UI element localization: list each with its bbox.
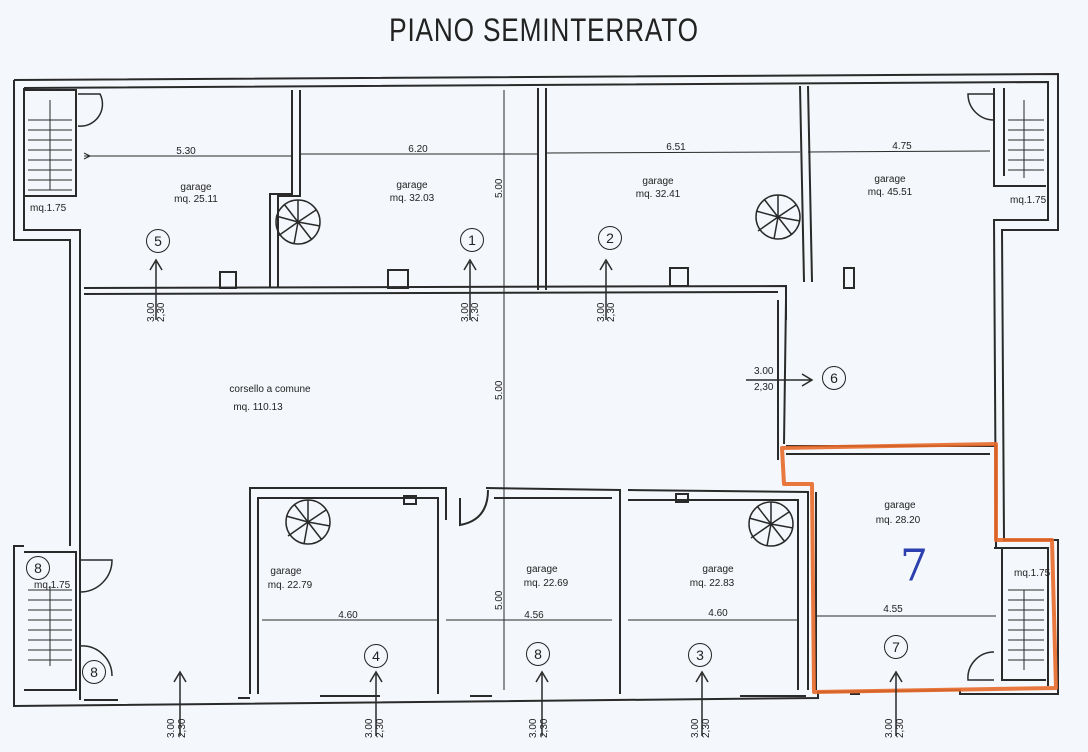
unit-number-8: 8 <box>526 642 550 666</box>
garage8-area: mq. 22.69 <box>523 578 569 589</box>
left-wall-inner <box>23 88 81 700</box>
outer-wall-inner <box>23 80 1049 686</box>
outer-wall <box>13 72 1059 708</box>
left-stair-bottom <box>24 551 77 691</box>
lower-block-3 <box>627 489 809 690</box>
door-dim-width: 3.00 <box>364 718 375 738</box>
wall-2-6 <box>799 85 805 283</box>
door-dim-height: 2,30 <box>895 718 906 738</box>
unit-number-5: 5 <box>146 229 170 253</box>
garage4-name: garage <box>270 566 302 577</box>
garage1-area: mq. 32.03 <box>389 193 435 204</box>
door-dim-height: 2,30 <box>539 718 550 738</box>
garage5-area: mq. 25.11 <box>174 194 218 205</box>
unit-number-1: 1 <box>460 228 484 252</box>
upper-corridor-line <box>83 284 787 320</box>
unit-number-7: 7 <box>884 635 908 659</box>
stair-area-top-left: mq.1.75 <box>30 203 67 214</box>
garage2-name: garage <box>642 176 674 187</box>
door-dim-height: 2,30 <box>177 718 188 738</box>
right-stair-top <box>993 88 1046 187</box>
garage3-width: 4.60 <box>708 608 728 619</box>
depth-label-middle: 5.00 <box>494 380 505 400</box>
garage8-name: garage <box>526 564 558 575</box>
depth-label-upper: 5.00 <box>494 178 505 198</box>
garage1-width: 6.20 <box>408 144 428 155</box>
door-dim-width: 3.00 <box>690 718 701 738</box>
garage7-area: mq. 28.20 <box>875 515 921 526</box>
handwritten-number: 7 <box>900 540 928 592</box>
garage5-name: garage <box>180 182 212 193</box>
lower-block <box>249 487 447 694</box>
bottom-wall-segments <box>84 693 860 701</box>
left-wall-upper <box>13 80 71 546</box>
garage7-highlight <box>780 442 1058 694</box>
garage4-area: mq. 22.79 <box>267 580 313 591</box>
garage4-width: 4.60 <box>338 610 358 621</box>
garage7-width: 4.55 <box>883 604 903 615</box>
unit-number-6: 6 <box>822 366 846 390</box>
unit-number-4: 4 <box>364 644 388 668</box>
wall-5-1b <box>277 90 301 288</box>
garage3-name: garage <box>702 564 734 575</box>
door-dim-height: 2,30 <box>701 718 712 738</box>
garage7-box <box>786 445 997 548</box>
wall-2-6b <box>807 85 813 283</box>
door-dim-height: 2,30 <box>375 718 386 738</box>
stair-number-top: 8 <box>26 556 50 580</box>
door-dim-width: 3.00 <box>754 366 774 377</box>
lower-block-2 <box>485 487 621 694</box>
unit-number-3: 3 <box>688 643 712 667</box>
unit-number-2: 2 <box>598 226 622 250</box>
door-dim-width: 3.00 <box>528 718 539 738</box>
garage2-area: mq. 32.41 <box>635 189 681 200</box>
stair-area-top-right: mq.1.75 <box>1010 195 1047 206</box>
door-dim-height: 2,30 <box>606 302 617 322</box>
door-dim-width: 3.00 <box>166 718 177 738</box>
door-dim-width: 3.00 <box>884 718 895 738</box>
depth-label-lower: 5.00 <box>494 590 505 610</box>
upper-corridor-line2 <box>83 291 779 295</box>
plan-title: PIANO SEMINTERRATO <box>389 12 699 48</box>
garage5-width: 5.30 <box>176 146 196 157</box>
wall-5-1 <box>269 90 293 288</box>
garage7-name: garage <box>884 500 916 511</box>
corsello-area: mq. 110.13 <box>233 402 283 413</box>
garage6-name: garage <box>874 174 906 185</box>
door-dim-height: 2,30 <box>754 382 774 393</box>
door-arc <box>459 489 489 527</box>
right-stair-bottom <box>994 547 1046 681</box>
left-stair-box <box>24 89 77 197</box>
garage8-width: 4.56 <box>524 610 544 621</box>
garage6-area: mq. 45.51 <box>867 187 913 198</box>
garage1-name: garage <box>396 180 428 191</box>
door-dim-height: 2,30 <box>470 302 481 322</box>
door-dim-height: 2,30 <box>156 302 167 322</box>
garage6-width: 4.75 <box>892 141 912 152</box>
stair-number-bottom: 8 <box>82 660 106 684</box>
garage3-area: mq. 22.83 <box>689 578 735 589</box>
stair-area-bottom-left: mq.1.75 <box>34 580 71 591</box>
garage2-width: 6.51 <box>666 142 686 153</box>
stair-area-bottom-right: mq.1.75 <box>1014 568 1051 579</box>
corsello-name: corsello a comune <box>229 384 311 395</box>
